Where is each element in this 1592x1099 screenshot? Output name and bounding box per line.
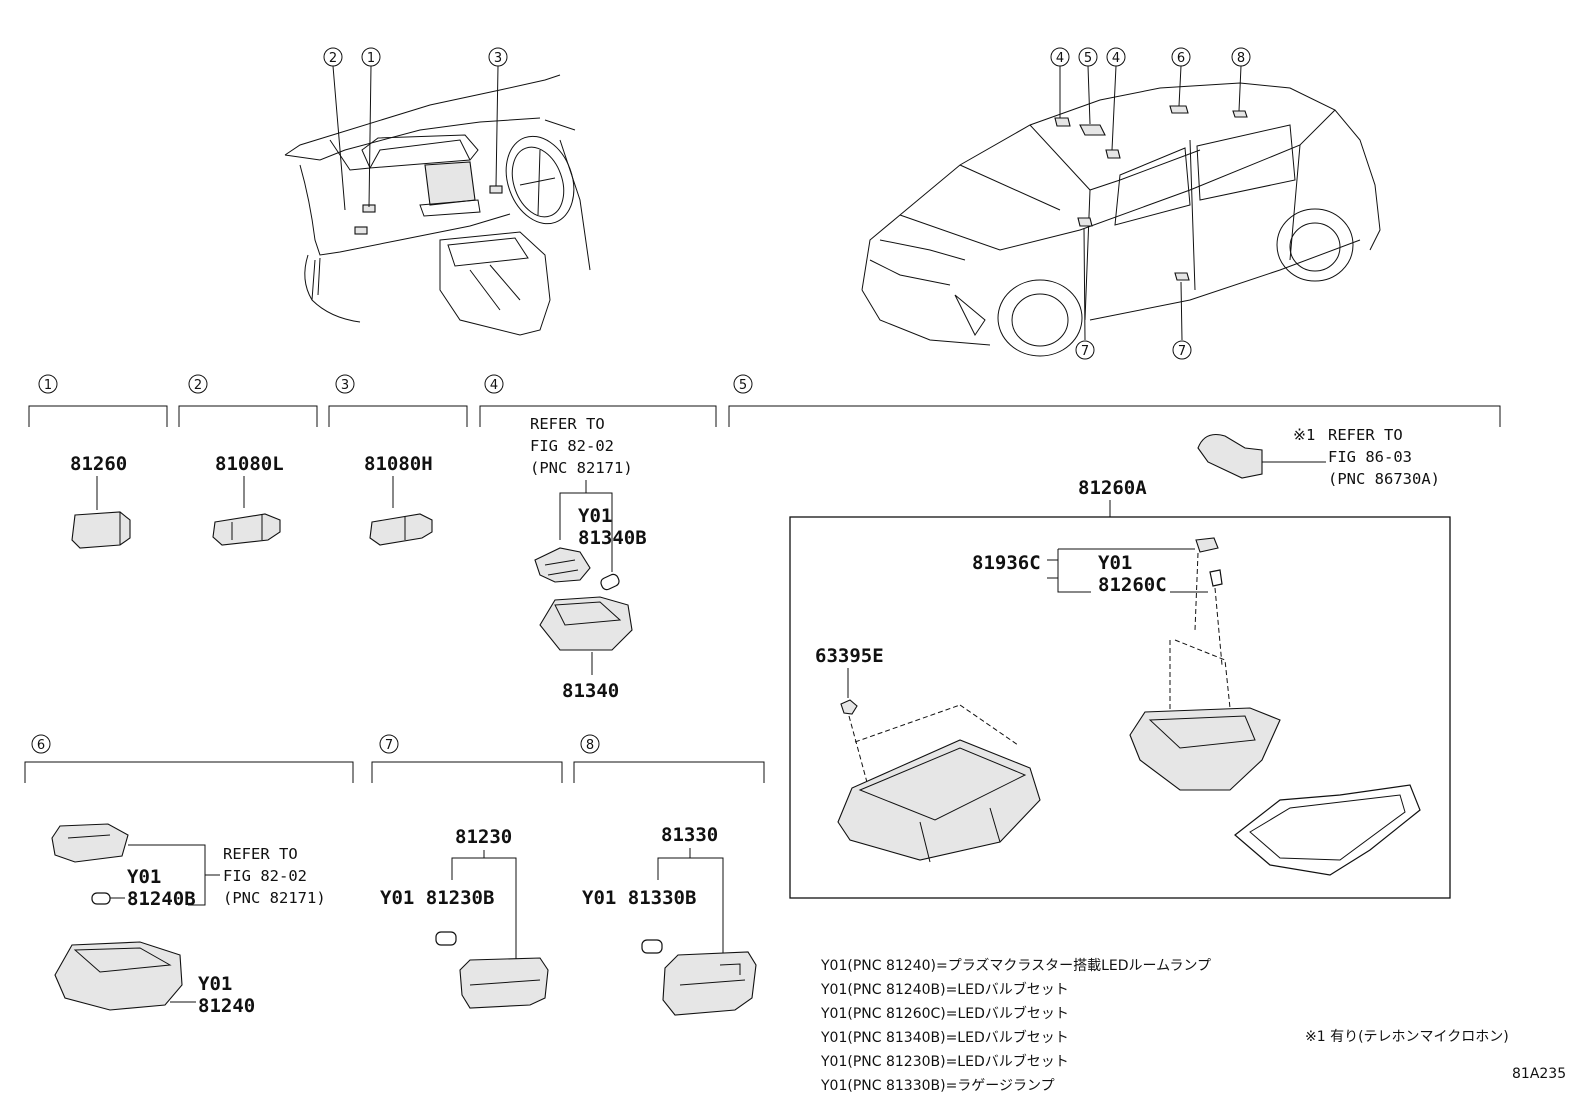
svg-text:※1: ※1 (1293, 426, 1315, 444)
svg-text:(PNC 82171): (PNC 82171) (530, 459, 633, 477)
section-6: 6 Y01 81240B REFER TO FIG 82-02 (PNC 821… (24, 734, 354, 1017)
section-1: 1 81260 (28, 374, 168, 549)
svg-text:4: 4 (1112, 51, 1120, 66)
svg-text:Y01: Y01 (1098, 552, 1132, 574)
section-2: 2 81080L (178, 374, 318, 546)
svg-text:6: 6 (1177, 51, 1185, 66)
car-illustration (861, 65, 1381, 357)
svg-text:81936C: 81936C (972, 552, 1041, 574)
svg-text:REFER TO: REFER TO (223, 845, 298, 863)
svg-text:8: 8 (586, 738, 594, 753)
svg-text:6: 6 (37, 738, 45, 753)
svg-text:7: 7 (385, 738, 393, 753)
svg-text:81260C: 81260C (1098, 574, 1167, 596)
section-7: 7 81230 Y01 81230B (371, 734, 563, 1009)
lamp-part-number: 81340 (562, 680, 619, 702)
svg-text:3: 3 (494, 51, 502, 66)
section-4: 4 REFER TO FIG 82-02 (PNC 82171) Y01 813… (479, 374, 717, 702)
bulb-part-number: Y01 81230B (380, 887, 494, 909)
svg-text:8: 8 (1237, 51, 1245, 66)
bulb-part-number: Y01 81330B (582, 887, 696, 909)
svg-text:1: 1 (44, 378, 52, 393)
note-line: Y01(PNC 81340B)=LEDバルブセット (820, 1029, 1069, 1046)
screw-part-number: 63395E (815, 645, 884, 667)
svg-text:FIG 86-03: FIG 86-03 (1328, 448, 1412, 466)
svg-text:REFER TO: REFER TO (1328, 426, 1403, 444)
callout-5-top: 5 (1078, 47, 1098, 67)
note-line: Y01(PNC 81260C)=LEDバルブセット (820, 1005, 1069, 1022)
svg-text:7: 7 (1178, 344, 1186, 359)
svg-text:(PNC 86730A): (PNC 86730A) (1328, 470, 1440, 488)
callout-4a-top: 4 (1050, 47, 1070, 67)
svg-text:7: 7 (1081, 344, 1089, 359)
note-line: Y01(PNC 81230B)=LEDバルブセット (820, 1053, 1069, 1070)
svg-text:REFER TO: REFER TO (530, 415, 605, 433)
svg-text:2: 2 (194, 378, 202, 393)
part-number: 81080L (215, 453, 284, 475)
svg-text:FIG 82-02: FIG 82-02 (530, 437, 614, 455)
callout-4b-top: 4 (1106, 47, 1126, 67)
callout-2-top: 2 (323, 47, 343, 67)
dashboard-illustration (284, 65, 591, 336)
callout-8-top: 8 (1231, 47, 1251, 67)
svg-text:(PNC 82171): (PNC 82171) (223, 889, 326, 907)
callout-3-top: 3 (488, 47, 508, 67)
notes-list: Y01(PNC 81240)=プラズマクラスター搭載LEDルームランプ Y01(… (820, 958, 1211, 1094)
footnote: ※1 有り(テレホンマイクロホン) (1305, 1029, 1509, 1045)
svg-text:Y01: Y01 (127, 866, 161, 888)
callout-6-top: 6 (1171, 47, 1191, 67)
svg-text:5: 5 (739, 378, 747, 393)
part-number: 81260 (70, 453, 127, 475)
note-line: Y01(PNC 81330B)=ラゲージランプ (820, 1078, 1055, 1094)
svg-text:1: 1 (367, 51, 375, 66)
part-number: 81080H (364, 453, 433, 475)
part-number: 81330 (661, 824, 718, 846)
callout-7a-top: 7 (1075, 340, 1095, 360)
assembly-part-number: 81260A (1078, 477, 1147, 499)
section-5: 5 ※1 REFER TO FIG 86-03 (PNC 86730A) 812… (728, 374, 1501, 899)
svg-text:5: 5 (1084, 51, 1092, 66)
svg-text:4: 4 (1056, 51, 1064, 66)
svg-text:4: 4 (490, 378, 498, 393)
part-number: 81230 (455, 826, 512, 848)
lamp-part-number: 81240 (198, 995, 255, 1017)
note-line: Y01(PNC 81240B)=LEDバルブセット (820, 981, 1069, 998)
callout-1-top: 1 (361, 47, 381, 67)
note-line: Y01(PNC 81240)=プラズマクラスター搭載LEDルームランプ (820, 958, 1211, 974)
svg-text:3: 3 (341, 378, 349, 393)
svg-text:Y01: Y01 (578, 505, 612, 527)
section-8: 8 81330 Y01 81330B (573, 734, 765, 1016)
callout-7b-top: 7 (1172, 340, 1192, 360)
section-3: 3 81080H (328, 374, 468, 546)
bulb-part-number: 81340B (578, 527, 647, 549)
svg-text:2: 2 (329, 51, 337, 66)
assembly-box (789, 516, 1451, 899)
svg-text:FIG 82-02: FIG 82-02 (223, 867, 307, 885)
figure-code: 81A235 (1512, 1066, 1566, 1082)
svg-text:Y01: Y01 (198, 973, 232, 995)
bulb-part-number: 81240B (127, 888, 196, 910)
